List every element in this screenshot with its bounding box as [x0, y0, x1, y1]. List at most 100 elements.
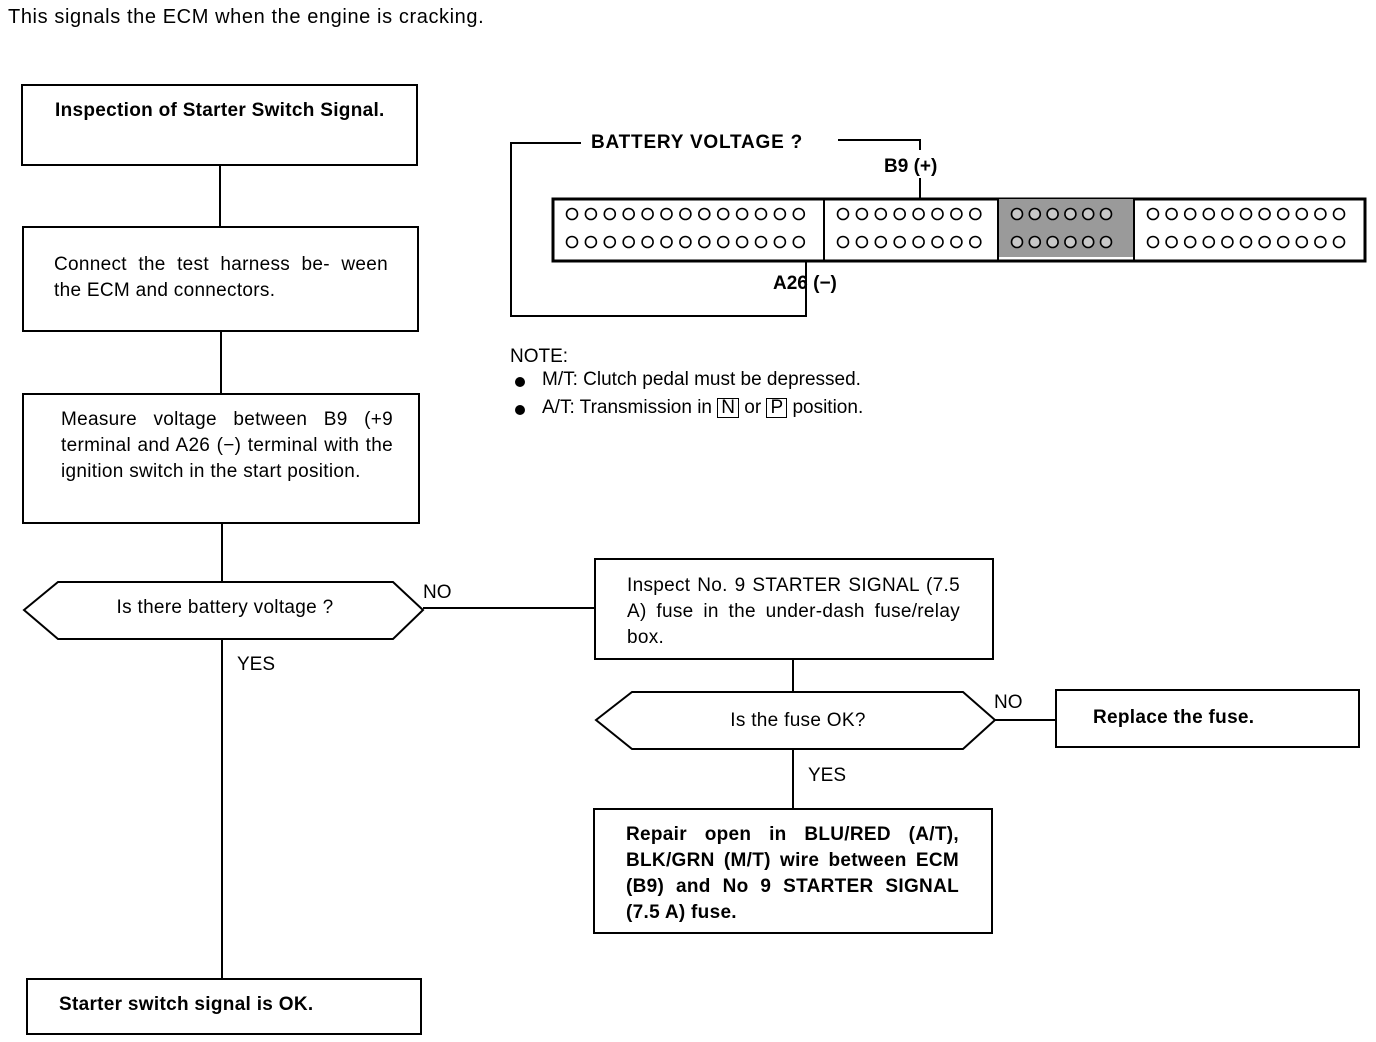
connector-pin	[1010, 235, 1024, 249]
connector-pin	[584, 207, 598, 221]
connector-pin	[716, 235, 730, 249]
connector-pin	[641, 207, 654, 221]
note-at-prefix: A/T: Transmission in	[542, 397, 712, 418]
connector-pin	[1202, 207, 1216, 221]
connector-pin	[855, 207, 869, 221]
connector-pin	[1202, 235, 1216, 249]
position-n-box: N	[717, 398, 740, 418]
step-measure-voltage: Measure voltage between B9 (+9 terminal …	[22, 393, 420, 524]
connector-pin	[1183, 207, 1197, 221]
b9-plus-label: B9 (+)	[884, 156, 938, 177]
connector-pin	[1099, 207, 1113, 221]
note-or: or	[744, 397, 762, 418]
connector-pin	[931, 207, 944, 221]
connector-pin	[1028, 235, 1042, 249]
decision-fuse-ok: Is the fuse OK?	[730, 710, 866, 731]
connector-pin	[1258, 235, 1271, 249]
connector-pin	[565, 235, 579, 249]
connector-pin	[968, 235, 982, 249]
connector-pin	[565, 207, 579, 221]
connector-pin	[1314, 235, 1327, 249]
connector-pin	[1221, 235, 1234, 249]
step-measure-voltage-text: Measure voltage between B9 (+9 terminal …	[61, 409, 393, 482]
test-lead-loop	[510, 142, 807, 317]
bullet-icon	[515, 405, 525, 415]
connector-pin	[1221, 207, 1234, 221]
connector-pin	[1028, 207, 1042, 221]
connector-pin	[874, 235, 888, 249]
connector-pin	[893, 235, 907, 249]
connector-pin	[697, 235, 711, 249]
connector-pin	[950, 207, 963, 221]
note-title: NOTE:	[510, 346, 569, 367]
connector-shaded-block	[999, 199, 1133, 257]
no-label-1: NO	[423, 582, 452, 603]
connector-pin	[1146, 207, 1160, 221]
decision-battery-voltage: Is there battery voltage ?	[116, 597, 334, 618]
connector-pin	[1010, 207, 1024, 221]
connector-pin	[1332, 235, 1346, 249]
connector-pin	[1258, 207, 1271, 221]
connector-pin	[754, 235, 768, 249]
connector-pin	[660, 235, 673, 249]
connector-pin	[931, 235, 944, 249]
step-repair-wire: Repair open in BLU/RED (A/T), BLK/GRN (M…	[593, 808, 993, 934]
step-repair-wire-text: Repair open in BLU/RED (A/T), BLK/GRN (M…	[626, 824, 959, 923]
step-inspection-text: Inspection of Starter Switch Signal.	[55, 100, 385, 121]
connector-pin	[716, 207, 730, 221]
connector-pin	[1314, 207, 1327, 221]
connector-pin	[912, 207, 925, 221]
test-lead-plus	[838, 139, 921, 150]
connector-pin	[1239, 207, 1253, 221]
step-connect-harness: Connect the test harness be- ween the EC…	[22, 226, 419, 332]
connector-pin	[1165, 207, 1178, 221]
connector-pin	[792, 235, 806, 249]
connector-pin	[679, 207, 692, 221]
no-label-2: NO	[994, 692, 1023, 713]
yes-label-1: YES	[237, 654, 276, 675]
connector-pin	[1295, 235, 1309, 249]
connector-pin	[735, 235, 749, 249]
connector-pin	[1081, 235, 1095, 249]
page-header: This signals the ECM when the engine is …	[8, 6, 485, 28]
connector-pin	[773, 235, 787, 249]
connector-pin	[1064, 207, 1077, 221]
note-line-at: A/T: Transmission in N or P position.	[542, 397, 863, 419]
step-replace-fuse-text: Replace the fuse.	[1093, 707, 1255, 728]
bullet-icon	[515, 377, 525, 387]
connector-pin	[912, 235, 925, 249]
connector-pin	[622, 207, 636, 221]
connector-pin	[1239, 235, 1253, 249]
connector-pin	[1064, 235, 1077, 249]
connector-pin	[1183, 235, 1197, 249]
connector-pin	[893, 207, 907, 221]
connector-pin	[1332, 207, 1346, 221]
connector-pin	[679, 235, 692, 249]
connector-pin	[603, 235, 617, 249]
connector-pin	[754, 207, 768, 221]
step-connect-harness-text: Connect the test harness be- ween the EC…	[54, 254, 388, 301]
step-inspect-fuse-text: Inspect No. 9 STARTER SIGNAL (7.5 A) fus…	[627, 575, 960, 648]
note-line-mt: M/T: Clutch pedal must be depressed.	[542, 369, 861, 390]
position-p-box: P	[766, 398, 788, 418]
connector-pin	[584, 235, 598, 249]
connector-pin	[1276, 207, 1290, 221]
result-signal-ok-text: Starter switch signal is OK.	[59, 994, 314, 1015]
note-at-suffix: position.	[792, 397, 864, 418]
connector-pin	[792, 207, 806, 221]
connector-pin	[950, 235, 963, 249]
connector-pin	[735, 207, 749, 221]
connector-pin	[697, 207, 711, 221]
connector-pin	[1046, 235, 1059, 249]
connector-pin	[1276, 235, 1290, 249]
connector-pin	[1146, 235, 1160, 249]
connector-pin	[855, 235, 869, 249]
connector-pin	[968, 207, 982, 221]
connector-pin	[773, 207, 787, 221]
result-signal-ok: Starter switch signal is OK.	[26, 978, 422, 1035]
connector-pin	[641, 235, 654, 249]
ecm-connector-diagram	[510, 139, 1367, 317]
connector-pin	[660, 207, 673, 221]
connector-pin	[622, 235, 636, 249]
